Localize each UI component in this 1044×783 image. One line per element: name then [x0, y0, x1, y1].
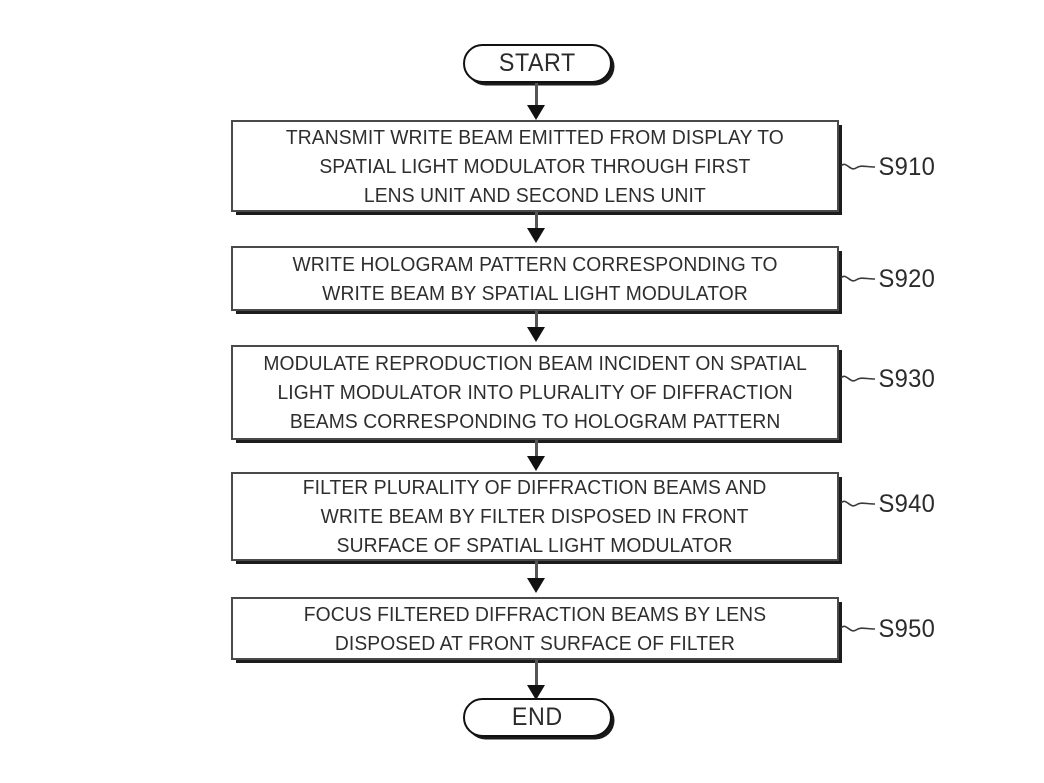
process-box-s920: WRITE HOLOGRAM PATTERN CORRESPONDING TO … — [231, 246, 839, 311]
connector-s940-to-s950 — [535, 561, 538, 580]
step-label-s930: S930 — [841, 365, 937, 394]
leader-line-icon — [841, 500, 875, 507]
connector-start-to-s910 — [535, 83, 538, 108]
process-box-s910: TRANSMIT WRITE BEAM EMITTED FROM DISPLAY… — [231, 120, 839, 212]
terminator-end: END — [463, 698, 612, 737]
leader-line-icon — [841, 163, 875, 170]
connector-s910-to-s920 — [535, 212, 538, 231]
connector-s950-to-end — [535, 660, 538, 690]
arrowhead-s940-to-s950 — [527, 578, 545, 593]
step-label-text-s920: S920 — [878, 265, 936, 293]
terminator-end-label: END — [512, 703, 563, 731]
process-text-s920: WRITE HOLOGRAM PATTERN CORRESPONDING TO … — [292, 252, 778, 305]
terminator-start: START — [463, 44, 612, 83]
step-label-text-s940: S940 — [878, 490, 936, 518]
leader-line-icon — [841, 275, 875, 282]
step-label-text-s950: S950 — [878, 615, 936, 643]
step-label-s940: S940 — [841, 490, 937, 519]
process-box-s950: FOCUS FILTERED DIFFRACTION BEAMS BY LENS… — [231, 597, 839, 660]
process-text-s930: MODULATE REPRODUCTION BEAM INCIDENT ON S… — [263, 352, 807, 433]
arrowhead-start-to-s910 — [527, 105, 545, 120]
connector-s920-to-s930 — [535, 311, 538, 330]
step-label-s910: S910 — [841, 153, 937, 182]
step-label-text-s910: S910 — [878, 153, 936, 181]
process-text-s910: TRANSMIT WRITE BEAM EMITTED FROM DISPLAY… — [286, 125, 784, 207]
arrowhead-s930-to-s940 — [527, 456, 545, 471]
step-label-s920: S920 — [841, 265, 937, 294]
process-text-s950: FOCUS FILTERED DIFFRACTION BEAMS BY LENS… — [303, 602, 767, 655]
step-label-text-s930: S930 — [878, 365, 936, 393]
process-box-s930: MODULATE REPRODUCTION BEAM INCIDENT ON S… — [231, 345, 839, 440]
arrowhead-s910-to-s920 — [527, 228, 545, 243]
connector-s930-to-s940 — [535, 440, 538, 459]
terminator-start-label: START — [499, 49, 576, 77]
leader-line-icon — [841, 375, 875, 382]
arrowhead-s950-to-end — [527, 685, 545, 700]
leader-line-icon — [841, 625, 875, 632]
process-text-s940: FILTER PLURALITY OF DIFFRACTION BEAMS AN… — [303, 476, 767, 557]
process-box-s940: FILTER PLURALITY OF DIFFRACTION BEAMS AN… — [231, 472, 839, 561]
arrowhead-s920-to-s930 — [527, 327, 545, 342]
step-label-s950: S950 — [841, 615, 937, 644]
